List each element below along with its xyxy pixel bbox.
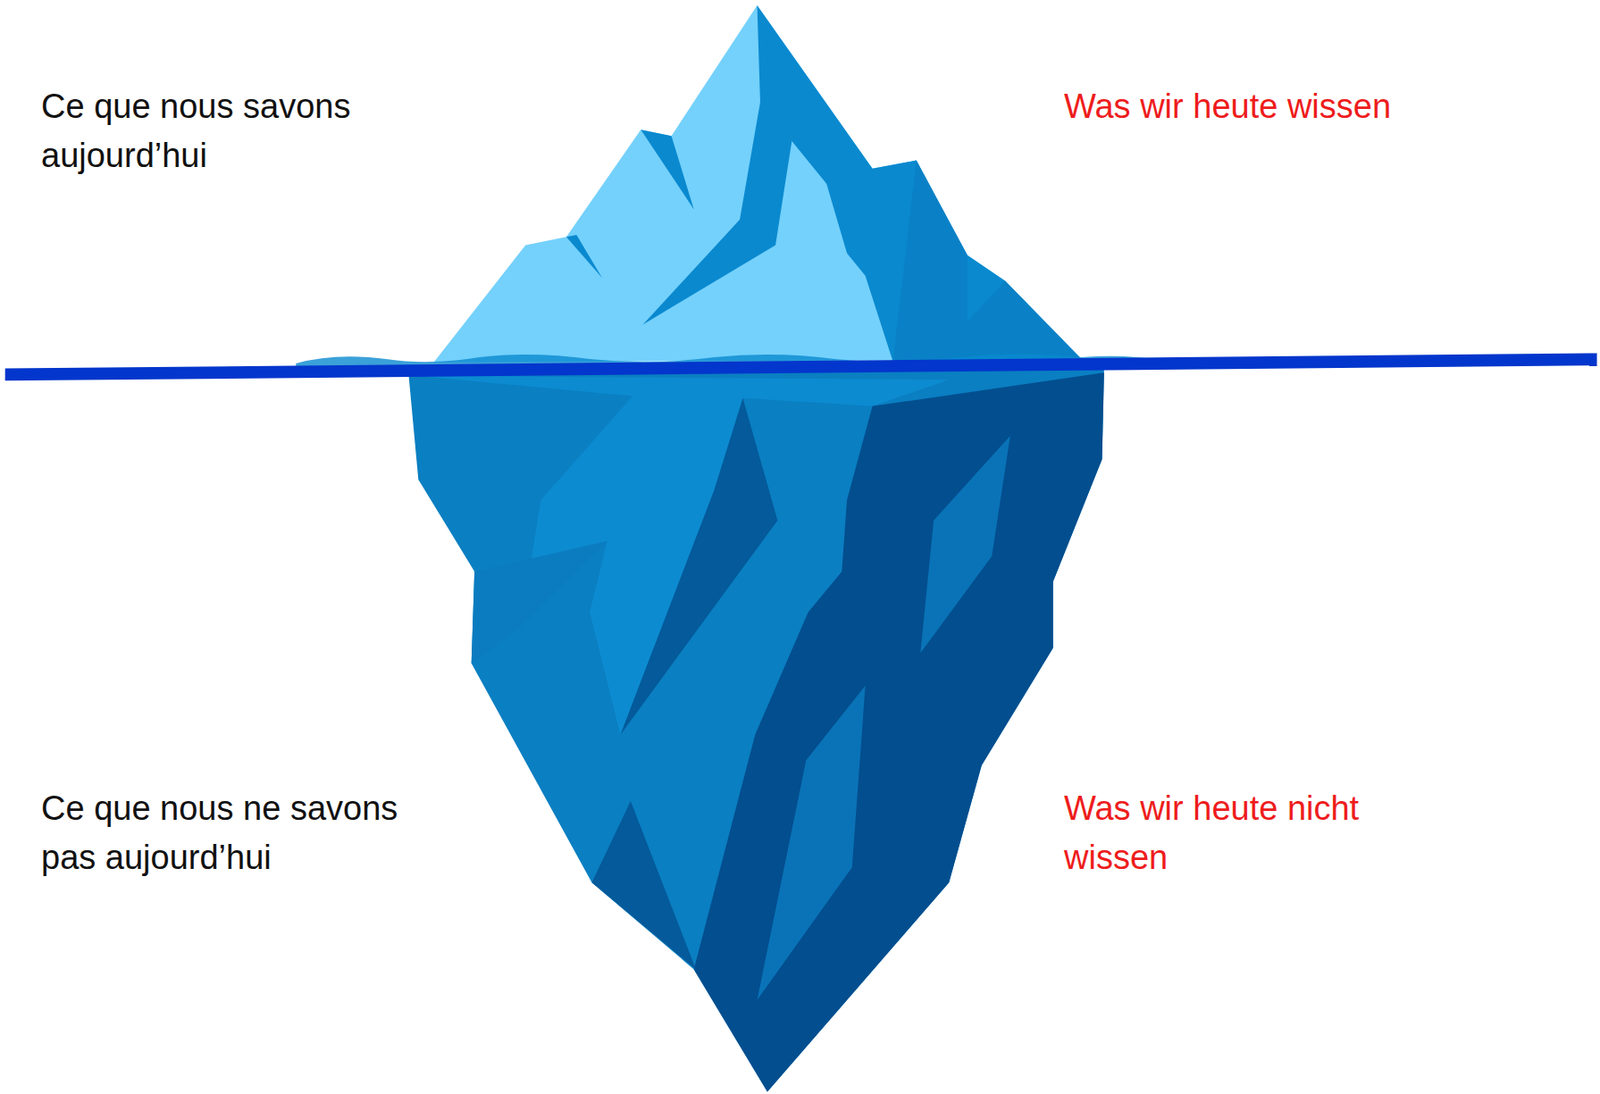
iceberg-underwater: [408, 367, 1105, 1092]
annotation-label: Was wir heute nicht wissen: [1063, 784, 1458, 883]
water-line: [5, 352, 1598, 381]
iceberg-facet: [892, 160, 1081, 362]
iceberg-facet: [619, 398, 778, 736]
annotation-label: Ce que nous savons aujourd’hui: [41, 82, 461, 181]
iceberg-facet: [471, 541, 608, 664]
annotation-label: Was wir heute wissen: [1063, 82, 1547, 132]
iceberg-facet: [566, 234, 603, 278]
iceberg-tip: [433, 5, 1081, 363]
annotation-label: Ce que nous ne savons pas aujourd’hui: [41, 784, 461, 883]
iceberg-facet: [591, 801, 696, 970]
iceberg-facet: [920, 435, 1011, 654]
iceberg-facet: [640, 129, 694, 210]
iceberg-facet: [643, 5, 1082, 362]
iceberg-facet: [757, 686, 866, 1001]
